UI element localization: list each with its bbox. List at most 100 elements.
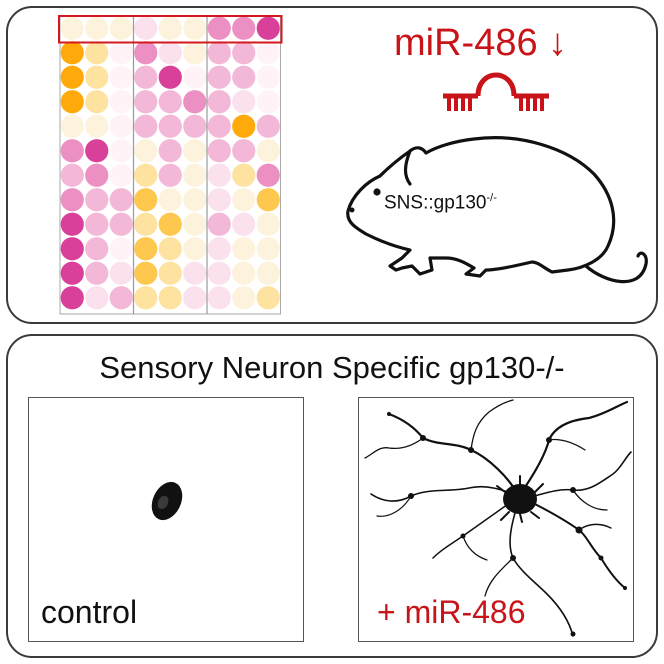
heatmap-cell xyxy=(207,65,231,89)
heatmap-cell xyxy=(109,139,133,163)
heatmap-cell xyxy=(60,114,84,138)
heatmap-cell xyxy=(85,16,109,40)
heatmap-cell xyxy=(134,212,158,236)
heatmap xyxy=(58,15,283,315)
heatmap-cell xyxy=(183,212,207,236)
heatmap-cell xyxy=(207,163,231,187)
heatmap-cell xyxy=(85,261,109,285)
heatmap-cell xyxy=(256,65,280,89)
heatmap-cell xyxy=(183,237,207,261)
heatmap-cell xyxy=(232,261,256,285)
heatmap-cell xyxy=(60,41,84,65)
heatmap-cell xyxy=(256,237,280,261)
heatmap-cell xyxy=(232,65,256,89)
heatmap-cell xyxy=(109,163,133,187)
heatmap-highlight-box xyxy=(58,15,283,44)
heatmap-cell xyxy=(256,90,280,114)
heatmap-cell xyxy=(134,163,158,187)
heatmap-cell xyxy=(85,237,109,261)
heatmap-cell xyxy=(207,16,231,40)
heatmap-cell xyxy=(134,188,158,212)
heatmap-cell xyxy=(85,212,109,236)
heatmap-cell xyxy=(158,16,182,40)
heatmap-cell xyxy=(134,114,158,138)
heatmap-cell xyxy=(109,90,133,114)
heatmap-cell xyxy=(232,90,256,114)
heatmap-cell xyxy=(109,16,133,40)
cell-body-spikes xyxy=(496,475,544,523)
heatmap-cell xyxy=(256,41,280,65)
heatmap-cell xyxy=(134,90,158,114)
heatmap-cell xyxy=(207,261,231,285)
heatmap-cell xyxy=(207,212,231,236)
heatmap-cell xyxy=(85,139,109,163)
heatmap-cell xyxy=(256,16,280,40)
heatmap-cell xyxy=(134,237,158,261)
heatmap-cell xyxy=(232,139,256,163)
heatmap-cell xyxy=(207,237,231,261)
heatmap-cell xyxy=(85,90,109,114)
treated-cell-body xyxy=(503,484,537,514)
heatmap-cell xyxy=(158,65,182,89)
heatmap-cell xyxy=(183,16,207,40)
heatmap-cell xyxy=(232,237,256,261)
heatmap-cell xyxy=(183,65,207,89)
heatmap-cell xyxy=(109,65,133,89)
mouse-icon xyxy=(346,136,648,284)
neurite-varicosities xyxy=(387,412,627,637)
heatmap-cell xyxy=(256,139,280,163)
heatmap-cell xyxy=(60,90,84,114)
heatmap-cell xyxy=(158,114,182,138)
heatmap-cell xyxy=(256,114,280,138)
control-cell-nucleus xyxy=(157,495,169,510)
genotype-label-main: SNS::gp130 xyxy=(384,192,487,214)
heatmap-cell xyxy=(207,286,231,310)
heatmap-cell xyxy=(60,139,84,163)
heatmap-cell xyxy=(109,286,133,310)
heatmap-cell xyxy=(109,41,133,65)
heatmap-cell xyxy=(183,163,207,187)
heatmap-cell xyxy=(158,41,182,65)
mouse-eye xyxy=(373,188,381,196)
heatmap-cell xyxy=(109,237,133,261)
heatmap-cell xyxy=(183,286,207,310)
heatmap-cell xyxy=(232,16,256,40)
heatmap-cell xyxy=(232,41,256,65)
heatmap-cell xyxy=(85,163,109,187)
heatmap-cell xyxy=(232,212,256,236)
heatmap-cell xyxy=(158,163,182,187)
heatmap-cell xyxy=(207,90,231,114)
heatmap-cell xyxy=(232,163,256,187)
heatmap-cell xyxy=(256,212,280,236)
mir486-down-label: miR-486 ↓ xyxy=(394,22,568,64)
heatmap-cell xyxy=(134,139,158,163)
heatmap-cell xyxy=(183,188,207,212)
heatmap-cell xyxy=(60,188,84,212)
heatmap-cell xyxy=(85,286,109,310)
heatmap-cell xyxy=(158,261,182,285)
heatmap-cell xyxy=(60,163,84,187)
heatmap-cell xyxy=(183,90,207,114)
heatmap-cell xyxy=(256,188,280,212)
heatmap-cell xyxy=(85,65,109,89)
bottom-panel-title: Sensory Neuron Specific gp130-/- xyxy=(99,350,565,385)
heatmap-cell xyxy=(207,139,231,163)
heatmap-cell xyxy=(60,212,84,236)
heatmap-cell xyxy=(134,16,158,40)
heatmap-cell xyxy=(232,188,256,212)
heatmap-cell xyxy=(60,237,84,261)
treated-neuron-image: + miR-486 xyxy=(358,397,634,642)
heatmap-cell xyxy=(85,41,109,65)
heatmap-cell xyxy=(183,114,207,138)
heatmap-cell xyxy=(256,261,280,285)
heatmap-cell xyxy=(158,90,182,114)
heatmap-cell xyxy=(207,188,231,212)
treated-label: + miR-486 xyxy=(377,594,526,630)
genotype-label: SNS::gp130-/- xyxy=(384,192,497,214)
heatmap-cell xyxy=(256,286,280,310)
heatmap-cell xyxy=(232,114,256,138)
neurite-branches xyxy=(364,399,632,637)
genotype-label-sup: -/- xyxy=(486,192,497,204)
heatmap-cell xyxy=(85,114,109,138)
